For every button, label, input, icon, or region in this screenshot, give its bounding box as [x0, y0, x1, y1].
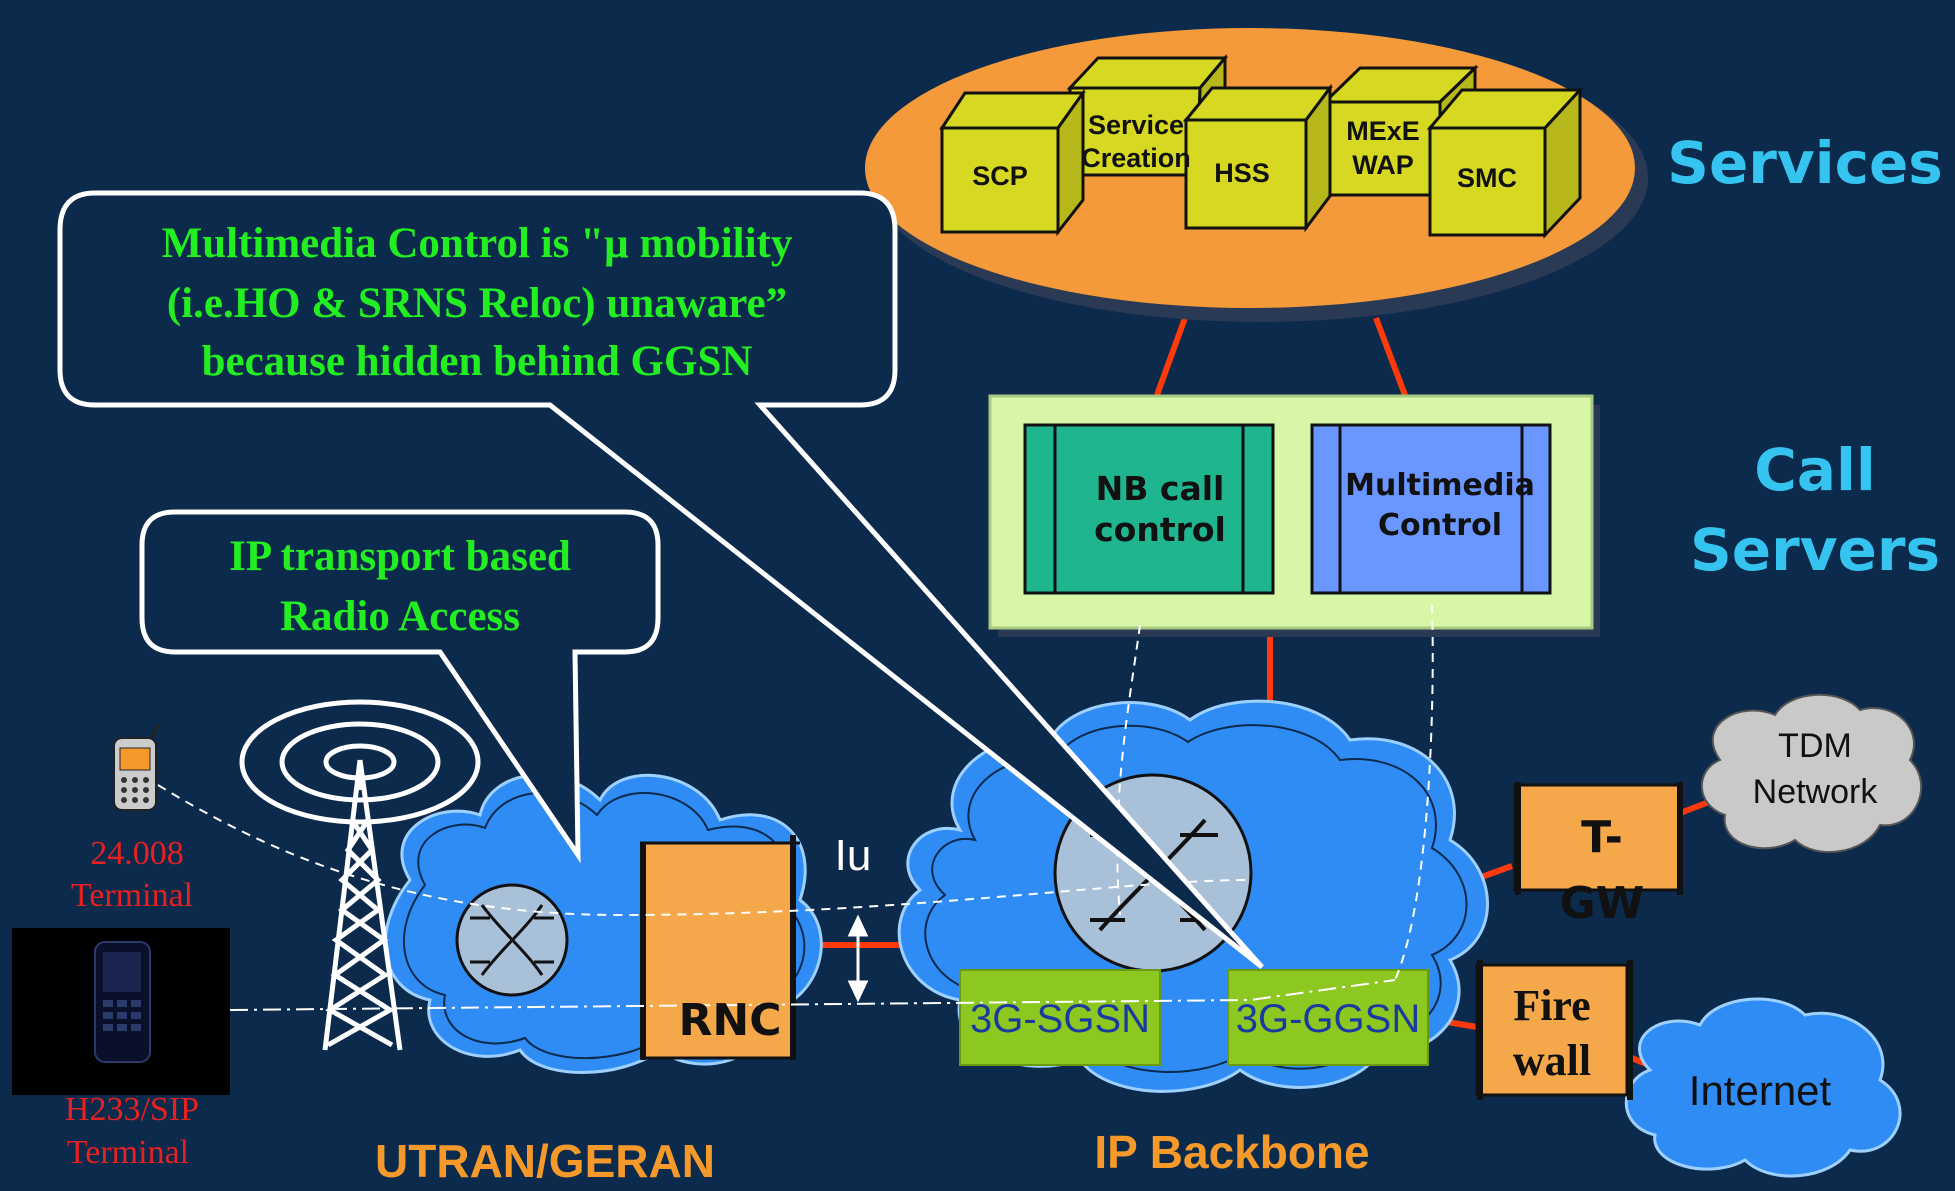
firewall-node[interactable]: [1475, 960, 1633, 1100]
signal-path-24008: [157, 784, 1251, 917]
signal-nb-down: [1116, 624, 1141, 916]
mobility-text-l2: (i.e.HO & SRNS Reloc) unaware”: [167, 280, 787, 327]
antenna-tower: [239, 699, 481, 1051]
mobility-text-l3: because hidden behind GGSN: [202, 338, 753, 385]
terminal-sip-l2: Terminal: [67, 1134, 189, 1171]
firewall-label-l1: Fire: [1513, 981, 1590, 1030]
nb-call-control-box: [1023, 423, 1275, 595]
internet-label: Internet: [1689, 1067, 1832, 1114]
link-services-callservers-right: [1373, 316, 1408, 397]
tdm-label-l2: Network: [1753, 773, 1879, 811]
section-titles: Services Call Servers: [1667, 129, 1943, 584]
nb-call-l1: NB call: [1096, 469, 1225, 508]
tgw-label-l1: T-: [1581, 812, 1623, 863]
label-service-l1: Service: [1088, 110, 1184, 140]
mobility-text-l1: Multimedia Control is "µ mobility: [162, 220, 793, 267]
ip-transport-text-l1: IP transport based: [229, 533, 571, 580]
domain-labels: UTRAN/GERAN IP Backbone: [375, 1126, 1370, 1187]
mm-control-l1: Multimedia: [1345, 468, 1535, 503]
callout-texts: Multimedia Control is "µ mobility (i.e.H…: [162, 220, 793, 640]
services-title: Services: [1667, 129, 1943, 197]
sgsn-label: 3G-SGSN: [970, 997, 1150, 1041]
callout-mobility: [57, 190, 1264, 969]
callout-ip-transport: [139, 509, 661, 864]
signal-path-sip: [229, 979, 1396, 1011]
ggsn-node[interactable]: [1227, 969, 1429, 1066]
sgsn-node[interactable]: [959, 969, 1161, 1066]
call-servers-title-l2: Servers: [1690, 516, 1940, 584]
phone-sip-icon: [12, 928, 230, 1095]
tdm-label-l1: TDM: [1778, 727, 1852, 765]
ip-backbone-label: IP Backbone: [1094, 1126, 1369, 1178]
terminal-labels: 24.008 Terminal H233/SIP Terminal: [65, 835, 199, 1171]
tgw-label-l2: GW: [1560, 878, 1645, 929]
label-mexe-l1: MExE: [1346, 116, 1420, 146]
utran-label: UTRAN/GERAN: [375, 1135, 715, 1187]
utran-router: [455, 883, 569, 997]
label-service-l2: Creation: [1081, 143, 1191, 173]
ip-transport-text-l2: Radio Access: [280, 593, 520, 640]
cube-hss: [1182, 83, 1333, 233]
call-control-labels: NB call control Multimedia Control: [1094, 468, 1535, 549]
phone-24008-icon: [113, 724, 160, 811]
service-cubes: [939, 53, 1584, 239]
label-scp: SCP: [972, 161, 1028, 191]
call-servers-title-l1: Call: [1754, 436, 1875, 504]
label-hss: HSS: [1214, 158, 1270, 188]
firewall-label-l2: wall: [1513, 1036, 1591, 1085]
label-smc: SMC: [1457, 163, 1517, 193]
cube-smc: [1426, 86, 1584, 239]
ggsn-label: 3G-GGSN: [1236, 997, 1420, 1041]
terminal-sip-l1: H233/SIP: [65, 1091, 199, 1128]
internet-cloud: [1624, 997, 1902, 1178]
label-mexe-l2: WAP: [1352, 150, 1414, 180]
rnc-label: RNC: [679, 995, 782, 1046]
mm-control-l2: Control: [1378, 508, 1502, 543]
tgw-node[interactable]: [1513, 782, 1683, 895]
iu-label: Iu: [835, 831, 872, 880]
signaling-lines: [157, 604, 1434, 1011]
service-cube-labels: SCP Service Creation HSS MExE WAP SMC: [972, 110, 1517, 193]
rnc-node[interactable]: [640, 835, 800, 1060]
signal-mm-down: [1394, 604, 1434, 981]
multimedia-control-box: [1310, 423, 1552, 595]
iu-arrow: [847, 914, 869, 1003]
node-labels: RNC 3G-SGSN 3G-GGSN T- GW Fire wall TDM …: [679, 727, 1879, 1114]
nb-call-l2: control: [1094, 510, 1226, 549]
cube-scp: [939, 88, 1086, 237]
terminal-24008-l2: Terminal: [71, 877, 193, 914]
terminal-24008-l1: 24.008: [90, 835, 184, 872]
tdm-cloud: [1700, 693, 1923, 853]
link-services-callservers-left: [1154, 316, 1188, 397]
